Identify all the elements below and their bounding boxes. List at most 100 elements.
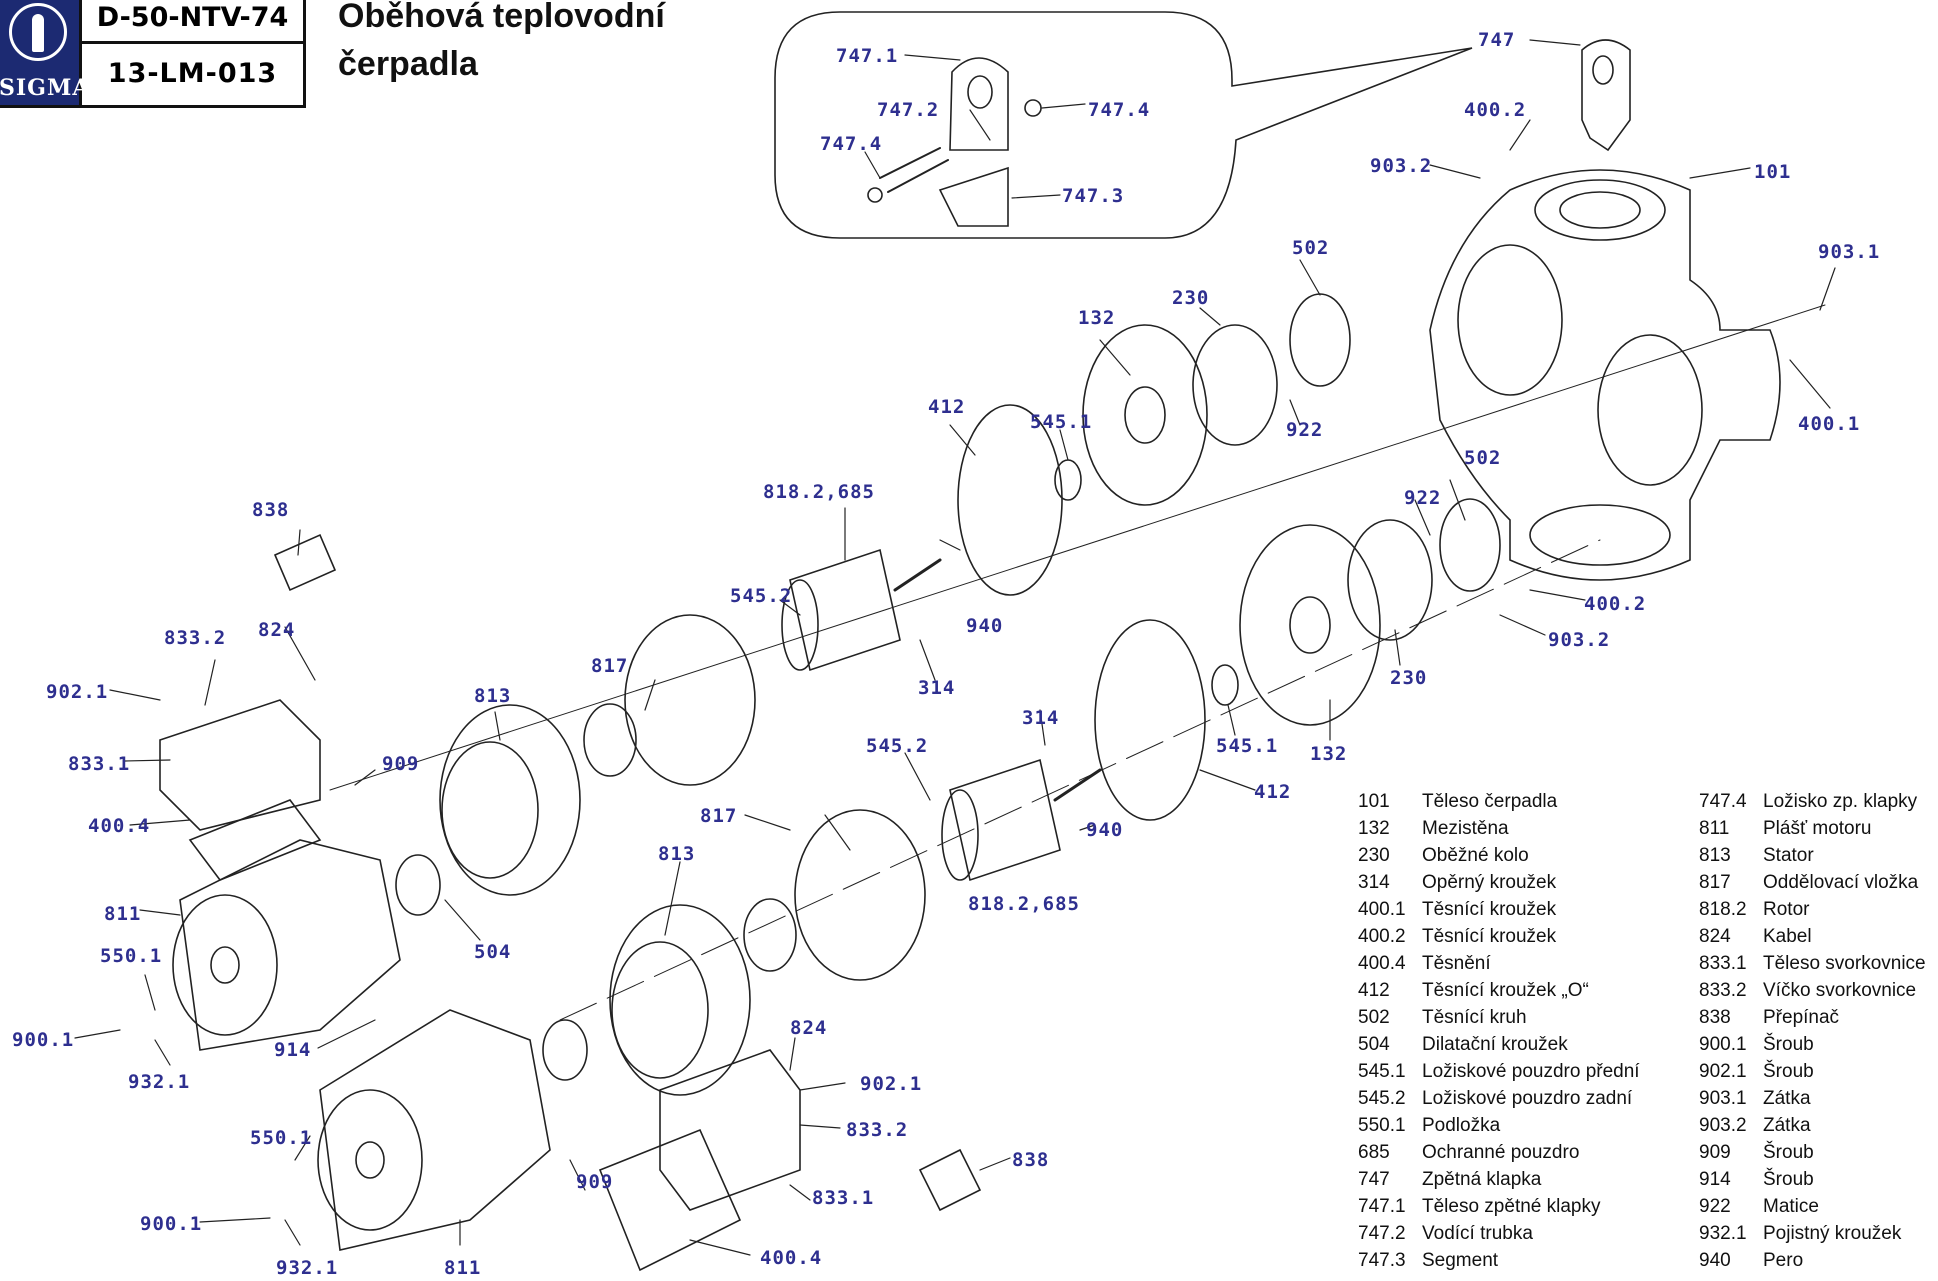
callout-747-4-left: 747.4 <box>820 133 882 155</box>
title-line-1: Oběhová teplovodní <box>338 0 665 35</box>
legend-part-name: Těsnící kroužek <box>1422 899 1557 920</box>
legend-part-name: Kabel <box>1763 926 1812 947</box>
legend-part-code: 922 <box>1699 1196 1731 1217</box>
rotor-818-lower <box>949 758 1061 882</box>
callout-747-4-right: 747.4 <box>1088 99 1150 121</box>
callout-817-upper: 817 <box>591 655 628 677</box>
callout-922-upper: 922 <box>1286 419 1323 441</box>
liner-817-upper <box>624 614 756 786</box>
legend-part-code: 817 <box>1699 872 1731 893</box>
motor-shell-811-lower <box>319 1009 551 1251</box>
valve-body-detail <box>938 57 1009 227</box>
legend-part-code: 550.1 <box>1358 1115 1406 1136</box>
callout-811-lower: 811 <box>444 1257 481 1279</box>
legend-row: 747.2 Vodící trubka <box>1358 1220 1640 1247</box>
callout-838-lower: 838 <box>1012 1149 1049 1171</box>
legend-part-name: Šroub <box>1763 1169 1814 1190</box>
legend-part-name: Opěrný kroužek <box>1422 872 1557 893</box>
legend-part-name: Segment <box>1422 1250 1499 1271</box>
callout-833-2-upper: 833.2 <box>164 627 226 649</box>
callout-747-1: 747.1 <box>836 45 898 67</box>
callout-504: 504 <box>474 941 511 963</box>
sigma-emblem-icon <box>9 3 67 61</box>
legend-part-name: Šroub <box>1763 1034 1814 1055</box>
legend-part-name: Ložiskové pouzdro přední <box>1422 1061 1640 1082</box>
callout-747: 747 <box>1478 29 1515 51</box>
callout-412-lower: 412 <box>1254 781 1291 803</box>
callout-314-upper: 314 <box>918 677 955 699</box>
legend-part-code: 811 <box>1699 818 1730 839</box>
stator-813-upper <box>439 704 581 896</box>
legend-part-name: Oddělovací vložka <box>1763 872 1919 893</box>
check-valve-detail-bubble <box>774 11 1473 239</box>
callout-230-lower: 230 <box>1390 667 1427 689</box>
terminal-box-833-upper <box>159 699 321 831</box>
legend-part-code: 230 <box>1358 845 1390 866</box>
callout-400-4-lower: 400.4 <box>760 1247 822 1269</box>
legend-part-name: Zátka <box>1763 1115 1811 1136</box>
callout-400-4-upper: 400.4 <box>88 815 150 837</box>
lower-assembly-axis <box>559 539 1601 1021</box>
legend-part-code: 545.2 <box>1358 1088 1406 1109</box>
legend-part-name: Plášť motoru <box>1763 818 1872 839</box>
callout-132-lower: 132 <box>1310 743 1347 765</box>
title-line-2: čerpadla <box>338 45 478 83</box>
terminal-box-833-lower <box>659 1049 801 1211</box>
callout-412-upper: 412 <box>928 396 965 418</box>
legend-part-name: Těsnění <box>1422 953 1491 974</box>
callout-132-upper: 132 <box>1078 307 1115 329</box>
callout-940-lower: 940 <box>1086 819 1123 841</box>
callout-811-upper: 811 <box>104 903 141 925</box>
wall-132-lower <box>1239 524 1381 726</box>
legend-part-code: 747 <box>1358 1169 1390 1190</box>
legend-row: 838 Přepínač <box>1699 1004 1926 1031</box>
legend-part-name: Vodící trubka <box>1422 1223 1533 1244</box>
legend-part-code: 824 <box>1699 926 1731 947</box>
legend-part-code: 747.2 <box>1358 1223 1406 1244</box>
legend-part-code: 813 <box>1699 845 1731 866</box>
legend-part-name: Pero <box>1763 1250 1804 1271</box>
callout-labels: 747.1 747.2 747.4 747.4 747.3 747 400.2 … <box>12 29 1879 1279</box>
callout-903-2-top: 903.2 <box>1370 155 1432 177</box>
callout-909-lower: 909 <box>576 1171 613 1193</box>
legend-part-code: 940 <box>1699 1250 1731 1271</box>
legend-part-name: Rotor <box>1763 899 1810 920</box>
wall-132-upper <box>1082 324 1208 506</box>
ring-504-upper <box>395 854 441 916</box>
code-divider <box>82 41 303 44</box>
legend-part-name: Stator <box>1763 845 1814 866</box>
legend-part-name: Matice <box>1763 1196 1819 1217</box>
check-valve-747 <box>1581 39 1631 152</box>
o-ring-412-upper <box>957 404 1063 596</box>
legend-part-code: 838 <box>1699 1007 1731 1028</box>
callout-903-2-lower: 903.2 <box>1548 629 1610 651</box>
impeller-230-lower <box>1347 519 1433 641</box>
ring-502-lower <box>1439 498 1501 592</box>
callout-230-upper: 230 <box>1172 287 1209 309</box>
bearing-545-1-upper <box>1054 459 1082 501</box>
legend-part-name: Těsnící kroužek „O“ <box>1422 980 1589 1001</box>
sigma-logo: SIGMA <box>0 0 89 108</box>
legend-part-name: Těleso čerpadla <box>1422 791 1558 812</box>
legend-part-code: 909 <box>1699 1142 1731 1163</box>
legend-row: 940 Pero <box>1699 1247 1926 1274</box>
legend-part-name: Šroub <box>1763 1142 1814 1163</box>
legend-part-code: 504 <box>1358 1034 1390 1055</box>
legend-part-name: Přepínač <box>1763 1007 1840 1028</box>
liner-817-lower <box>794 809 926 981</box>
legend-part-code: 400.4 <box>1358 953 1406 974</box>
upper-assembly-axis <box>329 304 1826 791</box>
document-code-box: D-50-NTV-74 13-LM-013 <box>82 0 306 108</box>
